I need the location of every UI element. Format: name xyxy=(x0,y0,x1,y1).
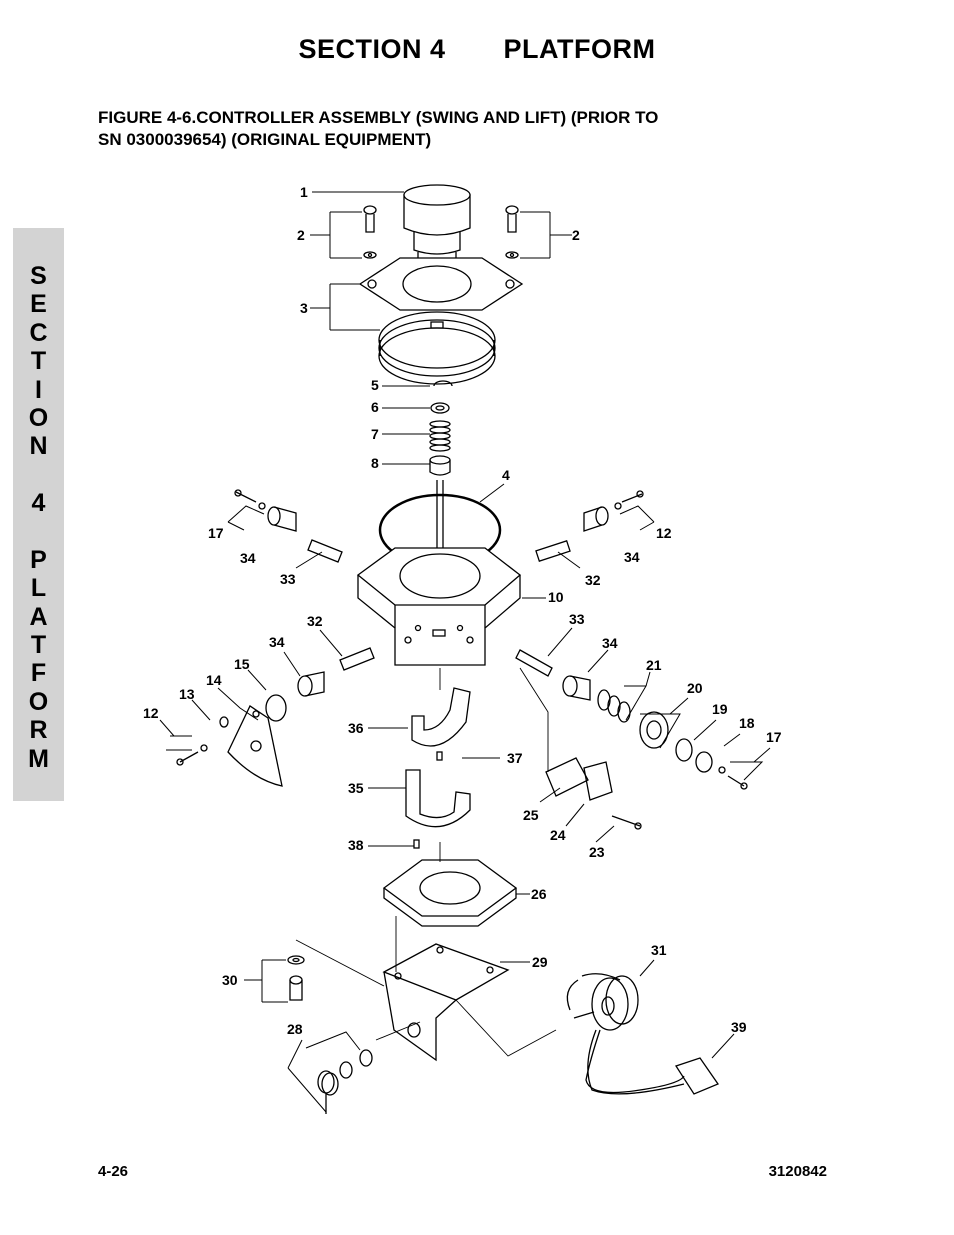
callout-12: 12 xyxy=(656,525,672,541)
callout-34: 34 xyxy=(240,550,256,566)
part-base-plate xyxy=(382,859,518,927)
assembly-lines xyxy=(295,667,557,1057)
leader-lines xyxy=(159,191,771,1113)
side-tab-letter: 4 xyxy=(31,489,46,518)
callout-3: 3 xyxy=(300,300,308,316)
callout-34: 34 xyxy=(624,549,640,565)
document-number: 3120842 xyxy=(768,1163,827,1180)
side-tab-letter: O xyxy=(28,687,49,716)
page-number: 4-26 xyxy=(98,1163,129,1180)
callout-34: 34 xyxy=(269,634,285,650)
callout-33: 33 xyxy=(280,571,296,587)
callout-30: 30 xyxy=(222,972,238,988)
part-screw-left xyxy=(363,205,377,259)
part-housing xyxy=(356,480,522,666)
callout-31: 31 xyxy=(651,942,667,958)
callout-38: 38 xyxy=(348,837,364,853)
callout-2: 2 xyxy=(297,227,305,243)
callout-24: 24 xyxy=(550,827,566,843)
callout-19: 19 xyxy=(712,701,728,717)
side-tab-letter: F xyxy=(30,659,47,688)
side-tab-letter: E xyxy=(30,290,47,319)
callout-18: 18 xyxy=(739,715,755,731)
figure-title: FIGURE 4-6.CONTROLLER ASSEMBLY (SWING AN… xyxy=(98,107,758,151)
callout-35: 35 xyxy=(348,780,364,796)
part-potentiometer-harness xyxy=(566,973,719,1095)
part-clip-washer-spring-cup xyxy=(429,380,453,476)
part-gear-segment xyxy=(219,694,287,787)
callout-12: 12 xyxy=(143,705,159,721)
callout-17: 17 xyxy=(208,525,224,541)
callout-21: 21 xyxy=(646,657,662,673)
side-tab-letter: N xyxy=(29,432,48,461)
side-tab-letter: I xyxy=(35,375,42,404)
section-title: SECTION 4 PLATFORM xyxy=(0,34,954,65)
callout-14: 14 xyxy=(206,672,222,688)
part-washers-right xyxy=(597,689,713,773)
callout-8: 8 xyxy=(371,455,379,471)
part-screw-right xyxy=(505,205,519,259)
part-pins xyxy=(307,539,571,677)
callout-28: 28 xyxy=(287,1021,303,1037)
section-name: PLATFORM xyxy=(503,34,656,64)
part-pinion xyxy=(317,1049,373,1114)
callout-32: 32 xyxy=(585,572,601,588)
part-switch xyxy=(545,757,642,830)
callout-13: 13 xyxy=(179,686,195,702)
callout-7: 7 xyxy=(371,426,379,442)
section-label: SECTION 4 xyxy=(298,34,446,64)
part-cams xyxy=(405,687,471,849)
part-mount-screw xyxy=(287,955,305,1001)
callout-2: 2 xyxy=(572,227,580,243)
callout-15: 15 xyxy=(234,656,250,672)
side-tab-letter: O xyxy=(28,403,49,432)
callout-25: 25 xyxy=(523,807,539,823)
callout-10: 10 xyxy=(548,589,564,605)
callout-17: 17 xyxy=(766,729,782,745)
callout-1: 1 xyxy=(300,184,308,200)
figure-title-line-2: SN 0300039654) (ORIGINAL EQUIPMENT) xyxy=(98,130,432,149)
figure-title-line-1: FIGURE 4-6.CONTROLLER ASSEMBLY (SWING AN… xyxy=(98,108,659,127)
callout-37: 37 xyxy=(507,750,523,766)
callout-6: 6 xyxy=(371,399,379,415)
part-small-screws xyxy=(176,489,748,790)
callout-33: 33 xyxy=(569,611,585,627)
callout-26: 26 xyxy=(531,886,547,902)
side-tab-letter: T xyxy=(30,347,47,376)
side-tab-letter: T xyxy=(30,631,47,660)
side-tab-letter: L xyxy=(30,574,47,603)
callout-32: 32 xyxy=(307,613,323,629)
part-bracket xyxy=(382,943,510,1062)
callout-4: 4 xyxy=(502,467,510,483)
section-side-tab xyxy=(13,228,64,801)
callout-5: 5 xyxy=(371,377,379,393)
side-tab-letter: A xyxy=(29,602,48,631)
side-tab-letter: C xyxy=(29,318,48,347)
callout-34: 34 xyxy=(602,635,618,651)
side-tab-letter: M xyxy=(28,744,49,773)
side-tab-letter: S xyxy=(30,262,47,290)
callout-20: 20 xyxy=(687,680,703,696)
part-boot-plate xyxy=(358,257,524,385)
side-tab-letter: R xyxy=(29,716,48,745)
side-tab-letter: P xyxy=(30,545,47,574)
callout-39: 39 xyxy=(731,1019,747,1035)
callout-29: 29 xyxy=(532,954,548,970)
callout-36: 36 xyxy=(348,720,364,736)
part-bushings xyxy=(267,506,609,701)
callout-23: 23 xyxy=(589,844,605,860)
